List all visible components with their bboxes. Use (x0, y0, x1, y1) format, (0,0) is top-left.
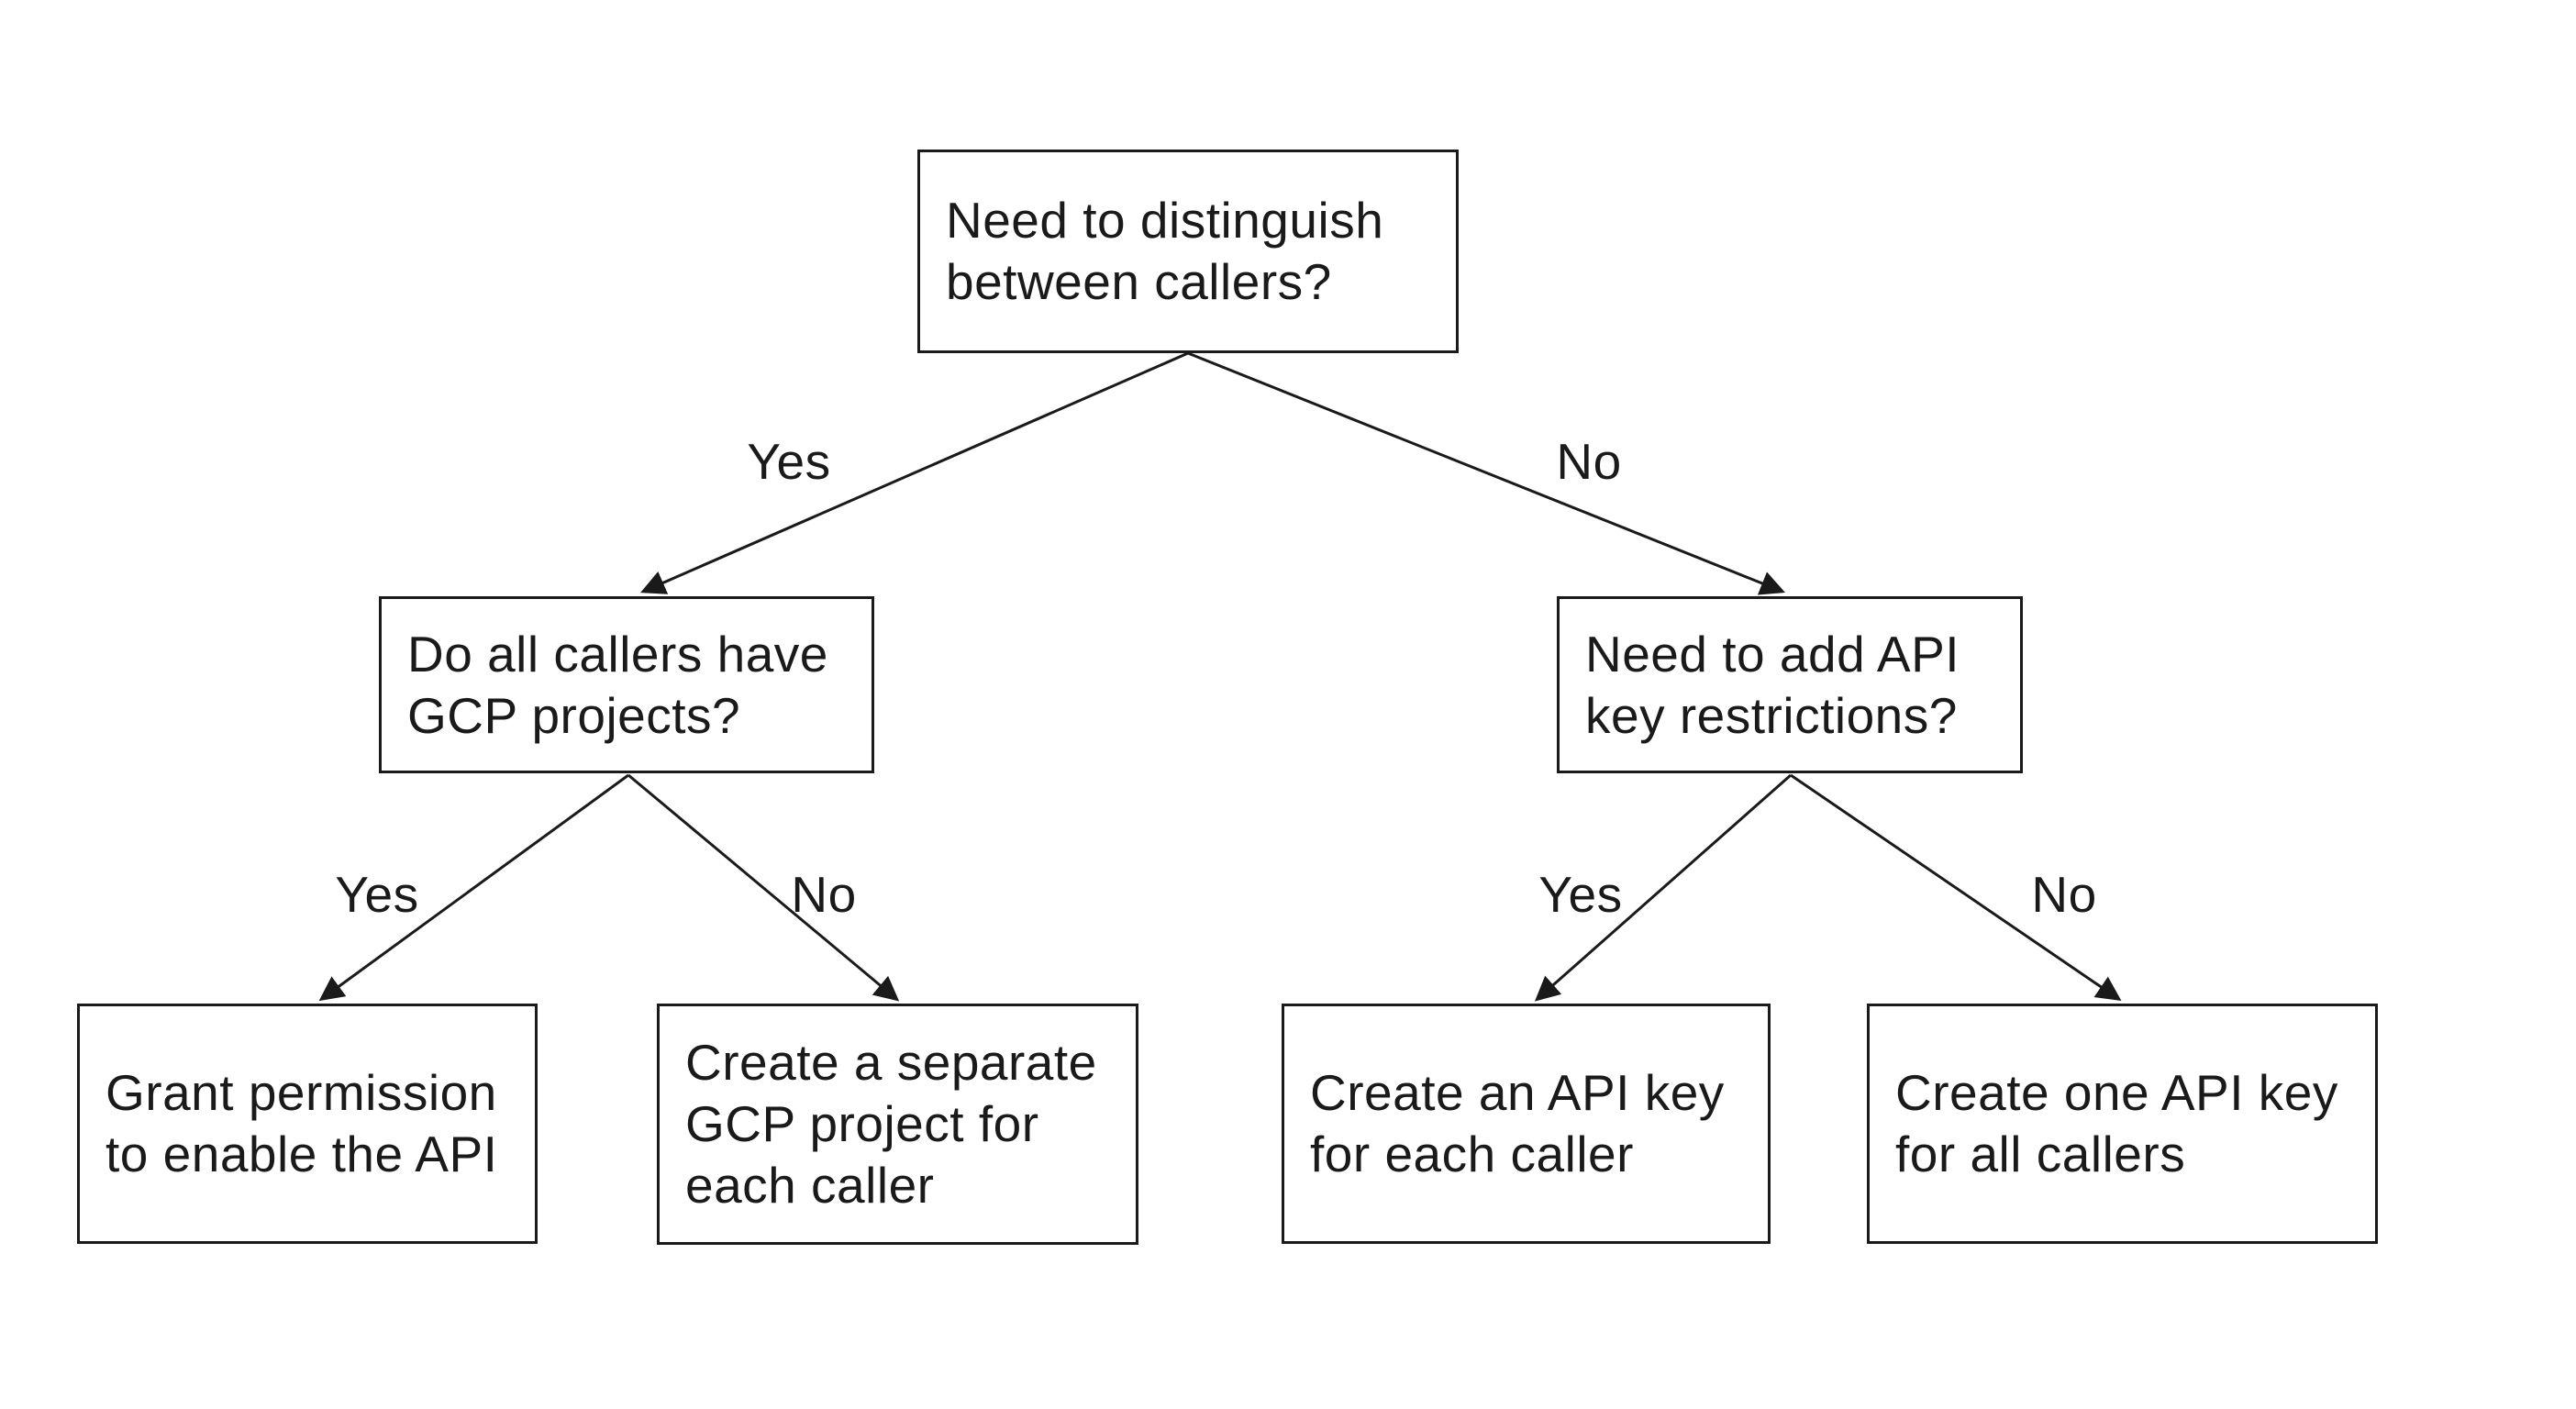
node-text-line: Create a separate (685, 1034, 1097, 1091)
node-text-line: between callers? (946, 253, 1332, 310)
node-api-key-per-caller: Create an API key for each caller (1282, 1004, 1771, 1244)
node-text-line: GCP projects? (407, 686, 741, 744)
node-text-line: Need to distinguish (946, 192, 1384, 249)
node-text-line: Grant permission (105, 1064, 497, 1121)
node-text-line: key restrictions? (1585, 686, 1958, 744)
node-text-line: each caller (685, 1157, 935, 1214)
edge-label-restrictions-yes: Yes (1538, 866, 1623, 923)
node-text-line: for each caller (1310, 1126, 1634, 1182)
arrow-gcp-to-separate-project (627, 773, 900, 1002)
node-root-question: Need to distinguish between callers? (917, 150, 1459, 353)
edge-label-gcp-no: No (791, 866, 857, 923)
edge-label-root-no: No (1556, 433, 1622, 490)
node-text-line: Do all callers have (407, 625, 828, 682)
node-text-line: for all callers (1895, 1126, 2186, 1182)
node-text-line: Create an API key (1310, 1064, 1725, 1121)
edge-label-gcp-yes: Yes (335, 866, 419, 923)
arrow-restrictions-to-key-per-caller (1534, 773, 1792, 1002)
node-api-key-restrictions-question: Need to add API key restrictions? (1557, 596, 2023, 773)
arrow-restrictions-to-one-key (1790, 773, 2122, 1002)
node-separate-gcp-project: Create a separate GCP project for each c… (657, 1004, 1138, 1245)
node-text-line: GCP project for (685, 1095, 1039, 1152)
node-one-api-key: Create one API key for all callers (1867, 1004, 2378, 1244)
arrow-root-to-restrictions-question (1187, 351, 1786, 595)
node-text-line: Create one API key (1895, 1064, 2338, 1121)
node-grant-permission: Grant permission to enable the API (77, 1004, 538, 1244)
node-text-line: Need to add API (1585, 625, 1960, 682)
node-text-line: to enable the API (105, 1126, 498, 1182)
node-gcp-projects-question: Do all callers have GCP projects? (379, 596, 874, 773)
edge-label-root-yes: Yes (747, 433, 831, 490)
edge-label-restrictions-no: No (2031, 866, 2097, 923)
arrow-gcp-to-grant-permission (318, 773, 629, 1002)
arrow-root-to-gcp-question (640, 351, 1189, 594)
